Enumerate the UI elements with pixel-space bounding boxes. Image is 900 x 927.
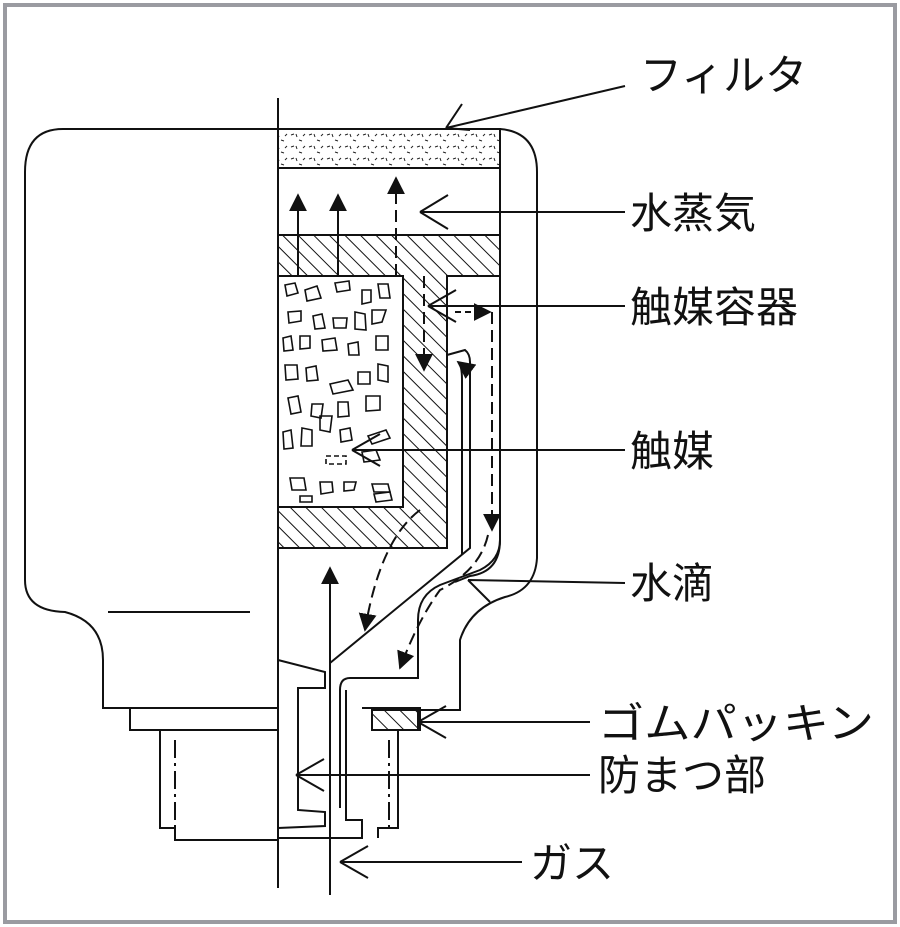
label-catalyst-container: 触媒容器 [630, 283, 798, 332]
label-rubber-packing: ゴムパッキン [598, 699, 874, 748]
label-splash-guard: 防まつ部 [598, 751, 766, 800]
bottom-skirt-left [159, 729, 278, 841]
label-filter: フィルタ [640, 51, 807, 100]
label-catalyst: 触媒 [630, 427, 714, 476]
leader-catalyst-container [427, 289, 625, 323]
splash-guard [277, 659, 326, 829]
filter-element [277, 128, 501, 169]
label-steam: 水蒸気 [630, 189, 756, 238]
leader-gas [339, 845, 522, 879]
catalyst-pieces [282, 280, 393, 503]
lower-rim-left [129, 707, 278, 731]
label-water-drop: 水滴 [630, 559, 714, 608]
flow-arrow-up [456, 360, 477, 555]
right-casing-outer [278, 128, 538, 711]
leader-steam [419, 194, 625, 230]
leader-water-drop [467, 579, 626, 603]
rubber-packing [371, 709, 419, 731]
leader-filter [445, 85, 626, 131]
drop-arrow-4 [358, 509, 421, 632]
label-gas: ガス [530, 839, 614, 888]
leader-lines [295, 85, 626, 879]
leader-catalyst [351, 433, 625, 467]
outer-casing [24, 128, 278, 709]
catalyst-chamber [277, 275, 404, 508]
drop-arrow-5 [397, 534, 489, 670]
drain-tube-left [278, 690, 363, 839]
drain-channel-outer [339, 539, 501, 808]
leader-splash-guard [295, 758, 590, 792]
leader-rubber-packing [417, 705, 590, 739]
flow-arrows [289, 176, 501, 895]
